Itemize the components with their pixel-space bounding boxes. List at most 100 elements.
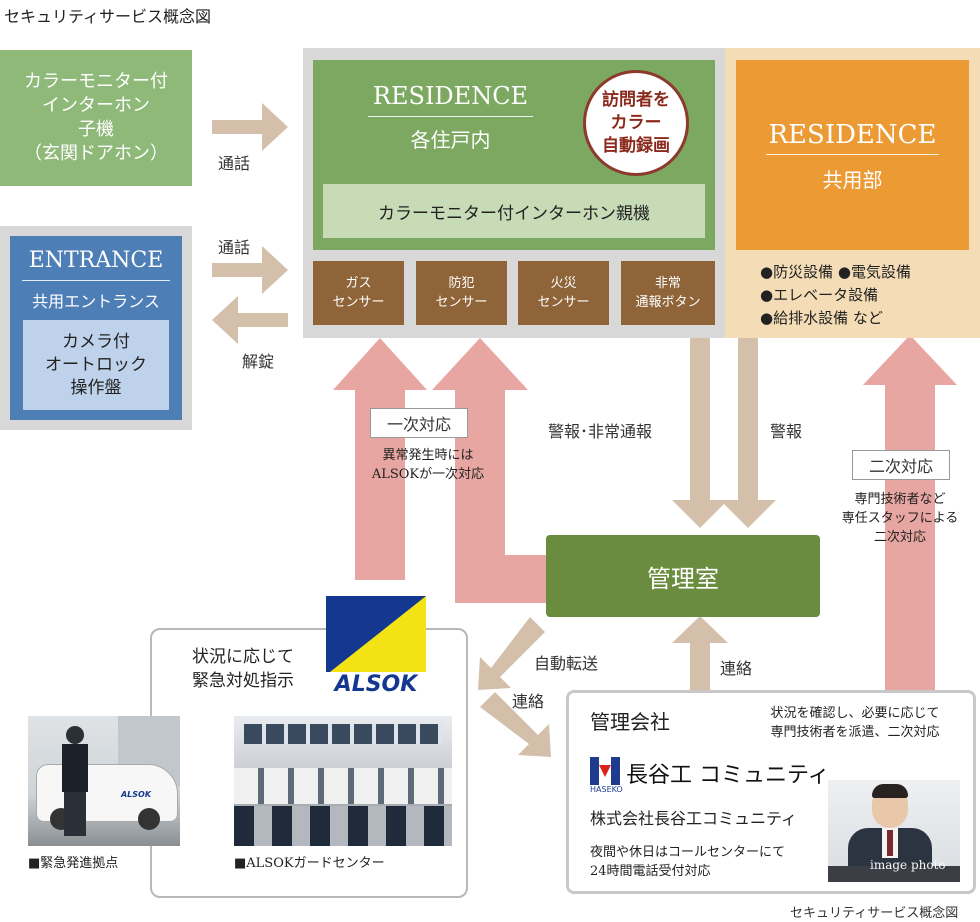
photo-note: image photo bbox=[870, 858, 946, 872]
sensor-gas: ガス センサー bbox=[313, 261, 404, 325]
intercom-line: インターホン bbox=[42, 95, 150, 116]
residence-units-box: RESIDENCE 各住戸内 訪問者を カラー 自動録画 カラーモニター付インタ… bbox=[313, 60, 715, 250]
management-hours: 夜間や休日はコールセンターにて 24時間電話受付対応 bbox=[590, 843, 785, 881]
intercom-line: （玄関ドアホン） bbox=[24, 143, 168, 164]
common-title: RESIDENCE bbox=[768, 120, 937, 150]
primary-response-text: 異常発生時には ALSOKが一次対応 bbox=[338, 446, 518, 484]
intercom-line: カラーモニター付 bbox=[24, 71, 168, 92]
haseko-logo: HASEKO 長谷工 コミュニティ bbox=[590, 757, 830, 797]
photo-operators bbox=[234, 806, 452, 846]
common-item: ●給排水設備 など bbox=[760, 309, 883, 327]
management-desc: 状況を確認し、必要に応じて 専門技術者を派遣、二次対応 bbox=[750, 704, 960, 742]
residence-title: RESIDENCE bbox=[372, 82, 529, 110]
label-auto-forward: 自動転送 bbox=[534, 654, 599, 673]
master-unit: カラーモニター付インターホン親機 bbox=[323, 184, 705, 238]
secondary-line: 専任スタッフによる bbox=[841, 511, 959, 526]
intercom-child-box: カラーモニター付 インターホン 子機 （玄関ドアホン） bbox=[0, 50, 192, 186]
label-unlock: 解錠 bbox=[242, 352, 275, 371]
sensor-line: 通報ボタン bbox=[635, 295, 701, 310]
secondary-response-text: 専門技術者など 専任スタッフによる 二次対応 bbox=[820, 490, 980, 547]
common-item: ●エレベータ設備 bbox=[760, 286, 879, 304]
label-contact-1: 連絡 bbox=[720, 659, 753, 678]
guard-body bbox=[62, 744, 88, 792]
arrow-primary-control bbox=[432, 338, 548, 603]
guard-center-photo bbox=[234, 716, 452, 846]
common-item: ●防災設備 ●電気設備 bbox=[760, 263, 911, 281]
sensor-emergency-button: 非常 通報ボタン bbox=[621, 261, 715, 325]
record-line: カラー bbox=[610, 112, 662, 133]
guard-legs bbox=[64, 792, 86, 836]
sensor-line: ガス bbox=[345, 276, 372, 291]
emergency-base-label: ■緊急発進拠点 bbox=[28, 856, 119, 871]
haseko-sub: HASEKO bbox=[590, 785, 623, 794]
bottom-caption: セキュリティサービス概念図 bbox=[790, 906, 959, 921]
auto-record-circle: 訪問者を カラー 自動録画 bbox=[583, 70, 689, 176]
secondary-line: 専門技術者など bbox=[854, 492, 946, 507]
sensor-line: センサー bbox=[332, 295, 385, 310]
alsok-logo: ALSOK bbox=[326, 596, 426, 697]
arrow-call-entrance bbox=[212, 246, 288, 294]
emergency-base-photo: ALSOK bbox=[28, 716, 180, 846]
company-name: 株式会社長谷工コミュニティ bbox=[590, 809, 798, 828]
panel-line: カメラ付 bbox=[62, 331, 130, 352]
sensor-line: 防犯 bbox=[448, 276, 475, 291]
staff-desk bbox=[828, 866, 960, 882]
haseko-logo-text: 長谷工 コミュニティ bbox=[626, 763, 830, 788]
guard-figure bbox=[58, 726, 92, 836]
entrance-title: ENTRANCE bbox=[28, 248, 164, 273]
photo-screens bbox=[244, 724, 442, 744]
photo-desks bbox=[234, 768, 452, 804]
sensor-line: センサー bbox=[435, 295, 488, 310]
residence-units-frame: RESIDENCE 各住戸内 訪問者を カラー 自動録画 カラーモニター付インタ… bbox=[303, 48, 725, 338]
sensor-security: 防犯 センサー bbox=[416, 261, 507, 325]
hours-line: 24時間電話受付対応 bbox=[590, 864, 711, 879]
entrance-frame: ENTRANCE 共用エントランス カメラ付 オートロック 操作盤 bbox=[0, 226, 192, 430]
secondary-response-label: 二次対応 bbox=[852, 450, 950, 480]
residence-common-frame: RESIDENCE 共用部 ●防災設備 ●電気設備 ●エレベータ設備 ●給排水設… bbox=[725, 48, 980, 338]
record-line: 自動録画 bbox=[602, 135, 670, 156]
hours-line: 夜間や休日はコールセンターにて bbox=[590, 845, 786, 860]
label-call-1: 通話 bbox=[218, 154, 251, 173]
staff-tie bbox=[887, 830, 893, 856]
record-line: 訪問者を bbox=[602, 89, 670, 110]
arrow-primary-left bbox=[333, 338, 427, 580]
control-room: 管理室 bbox=[546, 535, 820, 617]
primary-line: ALSOKが一次対応 bbox=[371, 467, 485, 482]
arrow-secondary bbox=[863, 335, 957, 690]
residence-divider bbox=[368, 116, 533, 117]
label-alarm: 警報 bbox=[770, 422, 803, 441]
car-wheel-icon bbox=[138, 808, 160, 830]
photo-car-logo: ALSOK bbox=[120, 790, 152, 799]
residence-common-box: RESIDENCE 共用部 bbox=[736, 60, 969, 250]
staff-hair bbox=[872, 784, 908, 798]
guard-helmet-icon bbox=[66, 726, 84, 744]
alsok-instruction: 状況に応じて 緊急対処指示 bbox=[168, 645, 318, 693]
entrance-panel: カメラ付 オートロック 操作盤 bbox=[23, 320, 169, 410]
desc-line: 専門技術者を派遣、二次対応 bbox=[770, 725, 940, 740]
panel-line: オートロック bbox=[45, 354, 147, 375]
arrow-call-intercom bbox=[212, 103, 288, 151]
sensor-line: センサー bbox=[537, 295, 590, 310]
primary-response-label: 一次対応 bbox=[370, 408, 468, 438]
sensor-line: 火災 bbox=[550, 276, 577, 291]
primary-line: 異常発生時には bbox=[382, 448, 474, 463]
page-title: セキュリティサービス概念図 bbox=[4, 7, 212, 26]
staff-photo: image photo bbox=[828, 780, 960, 882]
entrance-subtitle: 共用エントランス bbox=[32, 292, 160, 311]
sensor-line: 非常 bbox=[654, 276, 681, 291]
label-alarm-emergency: 警報･非常通報 bbox=[548, 422, 653, 441]
common-subtitle: 共用部 bbox=[822, 168, 883, 192]
residence-subtitle: 各住戸内 bbox=[410, 128, 491, 152]
arrow-alarm-emergency bbox=[672, 338, 728, 528]
arrow-unlock bbox=[212, 296, 288, 344]
alsok-logo-text: ALSOK bbox=[334, 671, 418, 697]
panel-line: 操作盤 bbox=[70, 377, 122, 398]
label-call-2: 通話 bbox=[218, 238, 251, 257]
alsok-logo-mark bbox=[326, 596, 426, 672]
instruction-line: 状況に応じて bbox=[192, 647, 294, 667]
label-contact-2: 連絡 bbox=[512, 692, 545, 711]
arrow-auto-forward bbox=[478, 617, 545, 690]
instruction-line: 緊急対処指示 bbox=[192, 671, 294, 691]
haseko-mark-icon bbox=[590, 757, 620, 785]
